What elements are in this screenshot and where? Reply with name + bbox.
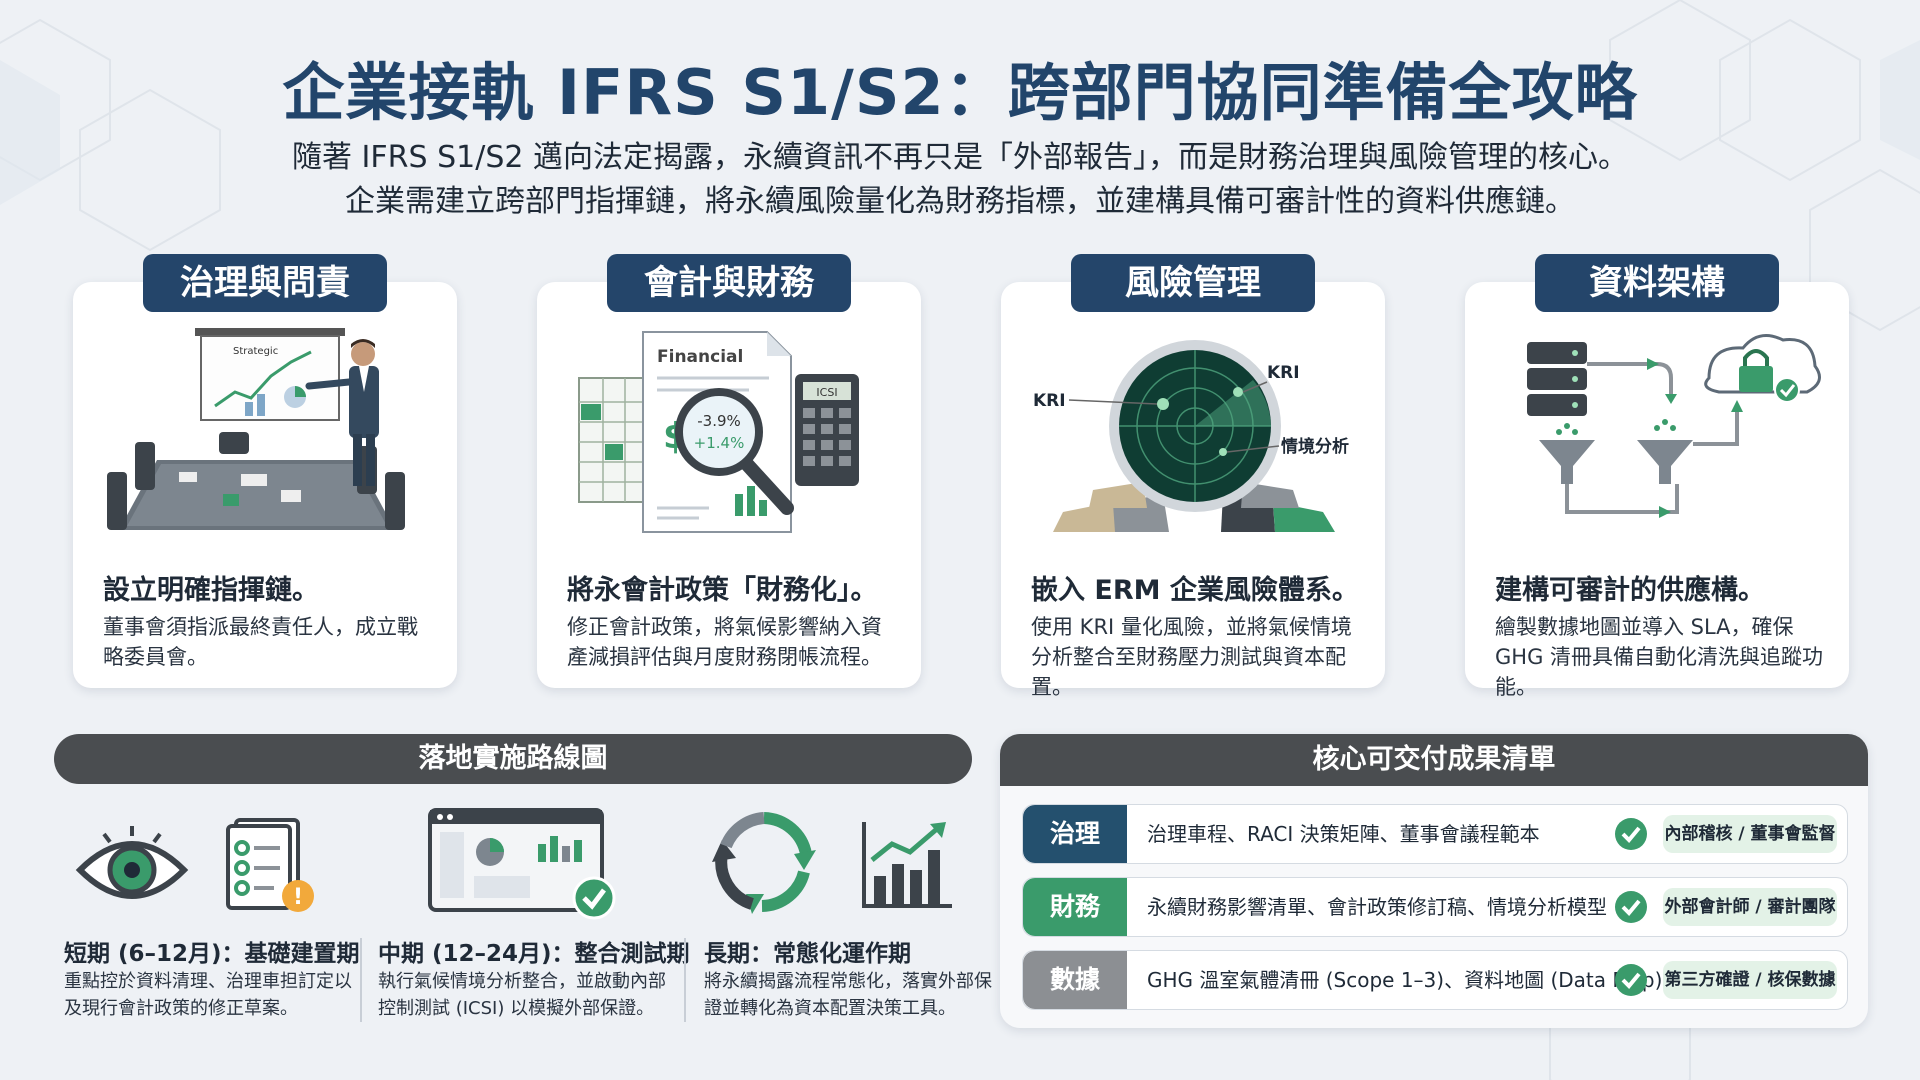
page-subtitle-line2: 企業需建立跨部門指揮鏈，將永續風險量化為財務指標，並建構具備可審計性的資料供應鏈… — [345, 184, 1575, 219]
deliverable-badge: 外部會計師 / 審計團隊 — [1663, 888, 1837, 926]
deliverable-row-data: 數據 GHG 溫室氣體清冊 (Scope 1–3)、資料地圖 (Data Map… — [1022, 950, 1848, 1010]
data-pipeline-cloud-lock-icon — [1527, 334, 1821, 518]
phase-long-text: 將永續揭露流程常態化，落實外部保證並轉化為資本配置決策工具。 — [704, 971, 992, 1019]
card-governance: 治理與問責 Strategic 設立明確指揮鏈。 董事會須指派最終責任人，成立戰… — [73, 254, 457, 688]
kri-label-left: KRI — [1033, 391, 1066, 411]
deliverable-tag: 數據 — [1023, 951, 1127, 1009]
deliverable-row-governance: 治理 治理車程、RACI 決策矩陣、董事會議程範本 內部稽核 / 董事會監督 — [1022, 804, 1848, 864]
roadmap-title-bar: 落地實施路線圖 — [54, 734, 972, 784]
growth-chart-icon — [862, 822, 952, 908]
strategic-label: Strategic — [233, 346, 278, 357]
card-finance-heading: 將永會計政策「財務化」。 — [567, 575, 878, 606]
phase-long-title: 長期：常態化運作期 — [704, 941, 911, 967]
phase-divider — [684, 938, 686, 1022]
phase-short-text: 重點控於資料清理、治理車担訂定以及現行會計政策的修正草案。 — [64, 971, 352, 1019]
value-negative: -3.9% — [697, 412, 741, 430]
financial-label: Financial — [657, 347, 743, 367]
card-governance-tab: 治理與問責 — [143, 254, 387, 312]
deliverable-text: 治理車程、RACI 決策矩陣、董事會議程範本 — [1147, 822, 1540, 846]
card-risk: 風險管理 KRI KRI 情境分析 嵌入 ERM 企業風險體系。 使用 KRI … — [1001, 254, 1385, 699]
deliverable-badge: 內部稽核 / 董事會監督 — [1663, 815, 1837, 853]
card-data: 資料架構 建構可審計的供應構。 繪製數據地圖並導入 SLA，確保 GHG 清冊具… — [1465, 254, 1849, 699]
check-circle-icon — [1615, 891, 1647, 923]
card-data-text: 繪製數據地圖並導入 SLA，確保 GHG 清冊具備自動化清洗與追蹤功能。 — [1495, 615, 1824, 699]
page-subtitle-line1: 隨著 IFRS S1/S2 邁向法定揭露，永續資訊不再只是「外部報告」，而是財務… — [292, 140, 1628, 175]
calculator-label: ICSI — [816, 386, 837, 399]
value-positive: +1.4% — [694, 434, 745, 452]
card-risk-text: 使用 KRI 量化風險，並將氣候情境分析整合至財務壓力測試與資本配置。 — [1031, 615, 1352, 699]
svg-text:!: ! — [293, 885, 303, 910]
deliverable-row-finance: 財務 永續財務影響清單、會計政策修訂稿、情境分析模型 外部會計師 / 審計團隊 — [1022, 877, 1848, 937]
card-finance: 會計與財務 ICSI Financial $ -3.9% — [537, 254, 921, 688]
phase-mid-text: 執行氣候情境分析整合，並啟動內部控制測試 (ICSI) 以模擬外部保證。 — [378, 971, 666, 1019]
card-risk-heading: 嵌入 ERM 企業風險體系。 — [1031, 575, 1359, 606]
deliverable-tag: 治理 — [1023, 805, 1127, 863]
card-risk-tab: 風險管理 — [1071, 254, 1315, 312]
phase-mid-title: 中期 (12–24月)：整合測試期 — [378, 941, 690, 967]
check-circle-icon — [1615, 818, 1647, 850]
deliverables-panel: 核心可交付成果清單 治理 治理車程、RACI 決策矩陣、董事會議程範本 內部稽核… — [1000, 734, 1868, 1028]
deliverable-tag: 財務 — [1023, 878, 1127, 936]
cycle-arrows-icon — [712, 812, 816, 914]
deliverable-badge: 第三方確證 / 核保數據 — [1663, 961, 1837, 999]
card-governance-heading: 設立明確指揮鏈。 — [103, 575, 319, 606]
radar-gold-bars-icon: KRI KRI 情境分析 — [1033, 340, 1349, 532]
eye-icon — [75, 826, 189, 899]
page-title: 企業接軌 IFRS S1/S2：跨部門協同準備全攻略 — [282, 56, 1638, 129]
card-governance-text: 董事會須指派最終責任人，成立戰略委員會。 — [103, 615, 418, 669]
boardroom-presentation-icon: Strategic — [107, 328, 405, 530]
phase-short-title: 短期 (6–12月)：基礎建置期 — [64, 941, 360, 967]
checklist-warning-icon: ! — [226, 818, 314, 912]
check-circle-icon — [1615, 964, 1647, 996]
card-data-heading: 建構可審計的供應構。 — [1495, 575, 1765, 606]
card-finance-tab: 會計與財務 — [607, 254, 851, 312]
kri-label-right: KRI — [1267, 363, 1300, 383]
phase-divider — [360, 938, 362, 1022]
dashboard-check-icon — [428, 808, 616, 920]
deliverable-text: GHG 溫室氣體清冊 (Scope 1–3)、資料地圖 (Data Map) — [1147, 968, 1663, 992]
card-data-tab: 資料架構 — [1535, 254, 1779, 312]
deliverable-text: 永續財務影響清單、會計政策修訂稿、情境分析模型 — [1147, 895, 1607, 919]
deliverables-title: 核心可交付成果清單 — [1000, 734, 1868, 786]
scenario-label: 情境分析 — [1281, 436, 1349, 457]
financial-report-magnifier-icon: ICSI Financial $ -3.9% +1.4% — [578, 331, 859, 533]
card-finance-text: 修正會計政策，將氣候影響納入資產減損評估與月度財務閉帳流程。 — [567, 615, 882, 669]
